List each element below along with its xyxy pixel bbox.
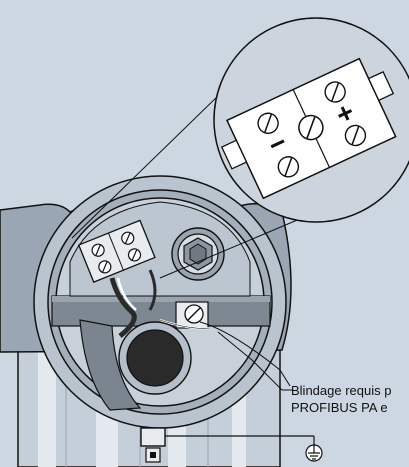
terminal-block-small	[77, 219, 156, 284]
shield-callout: Blindage requis p PROFIBUS PA e	[291, 382, 391, 416]
callout-line-1: Blindage requis p	[291, 383, 392, 398]
bottom-connector	[140, 427, 315, 463]
terminal-block-enlarged: − +	[220, 57, 397, 200]
callout-leader	[217, 331, 292, 391]
callout-line-2: PROFIBUS PA e	[291, 400, 388, 415]
ground-icon	[305, 444, 323, 462]
cable-entry	[118, 321, 192, 395]
zoom-line-lower	[159, 217, 303, 279]
cable-wires	[109, 269, 291, 387]
cable-gland	[171, 227, 225, 281]
screw-icon	[175, 301, 209, 329]
cable-channel	[79, 319, 142, 411]
